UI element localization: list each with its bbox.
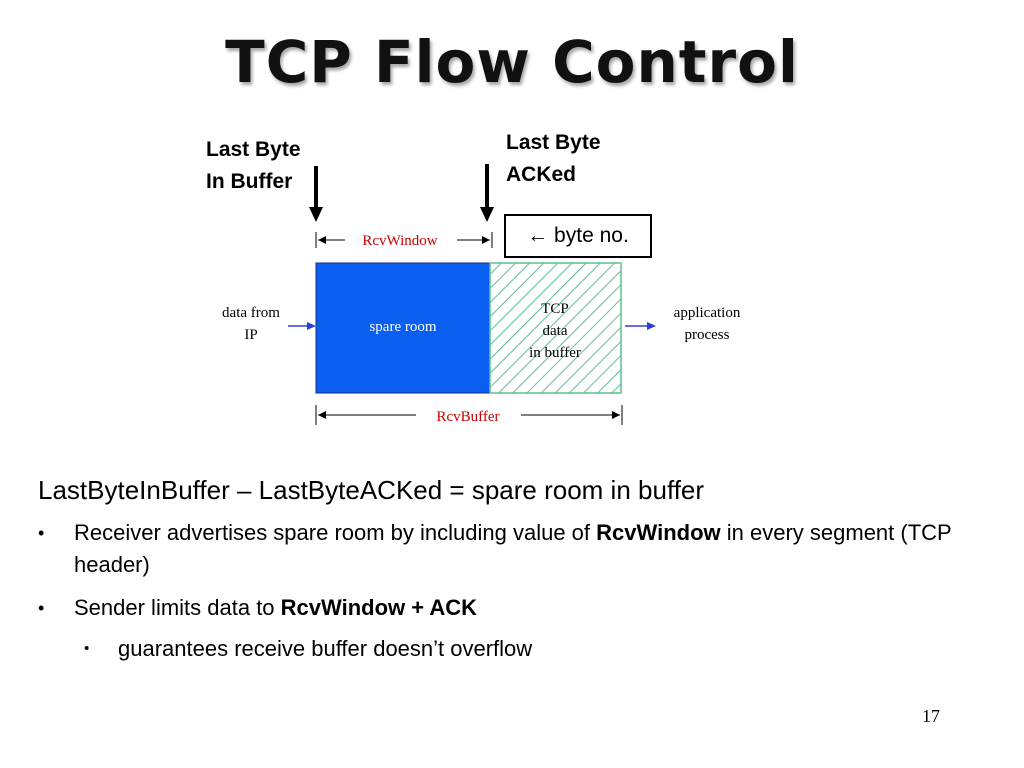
slide-title: TCP Flow Control	[225, 28, 799, 96]
bullet-receiver-advertises: • Receiver advertises spare room by incl…	[38, 517, 958, 581]
sub-bullet-guarantees: • guarantees receive buffer doesn’t over…	[84, 633, 944, 665]
application-process-line1: application	[674, 305, 741, 321]
page-number: 17	[922, 706, 940, 726]
data-from-ip-line2: IP	[244, 327, 257, 343]
bullet1-pre: Receiver advertises spare room by includ…	[74, 520, 597, 545]
bullet-dot: •	[38, 598, 45, 618]
bullet2-pre: Sender limits data to	[74, 595, 281, 620]
bullet-sender-limits: • Sender limits data to RcvWindow + ACK	[38, 592, 958, 624]
last-byte-in-buffer-line1: Last Byte	[206, 138, 301, 161]
bullet-text: Receiver advertises spare room by includ…	[74, 517, 954, 581]
tcp-data-block	[489, 262, 622, 394]
sub-bullet-text: guarantees receive buffer doesn’t overfl…	[118, 636, 533, 661]
last-byte-acked-arrow	[480, 164, 494, 222]
data-in-arrow	[288, 322, 316, 330]
spare-room-label: spare room	[369, 319, 436, 335]
last-byte-in-buffer-label: Last Byte In Buffer	[206, 134, 301, 198]
sub-bullet-dot: •	[84, 640, 90, 657]
rcv-window-dimension	[315, 232, 493, 248]
last-byte-acked-line1: Last Byte	[506, 131, 601, 154]
tcp-data-line1: TCP	[541, 301, 569, 317]
application-process-line2: process	[685, 327, 730, 343]
spare-room-block	[315, 262, 491, 394]
data-from-ip-line1: data from	[222, 305, 280, 321]
bullet-dot: •	[38, 523, 45, 543]
rcv-buffer-dimension	[315, 405, 623, 425]
data-out-arrow	[625, 322, 656, 330]
rcv-window-label: RcvWindow	[362, 233, 437, 249]
bullet2-bold: RcvWindow + ACK	[280, 595, 478, 620]
bullet-text: Sender limits data to RcvWindow + ACK	[74, 592, 954, 624]
bullet1-post: in every segment (TCP header)	[74, 520, 952, 577]
last-byte-in-buffer-line2: In Buffer	[206, 170, 293, 193]
last-byte-in-buffer-arrow	[309, 166, 323, 222]
last-byte-acked-line2: ACKed	[506, 163, 577, 186]
equation-text: LastByteInBuffer – LastByteACKed = spare…	[38, 475, 705, 505]
byte-no-box: ← byte no.	[504, 214, 652, 258]
tcp-data-line3: in buffer	[529, 345, 581, 361]
rcv-buffer-label: RcvBuffer	[436, 409, 499, 425]
bullet1-bold: RcvWindow	[596, 520, 721, 545]
last-byte-acked-label: Last Byte ACKed	[506, 127, 601, 191]
tcp-data-line2: data	[543, 323, 568, 339]
